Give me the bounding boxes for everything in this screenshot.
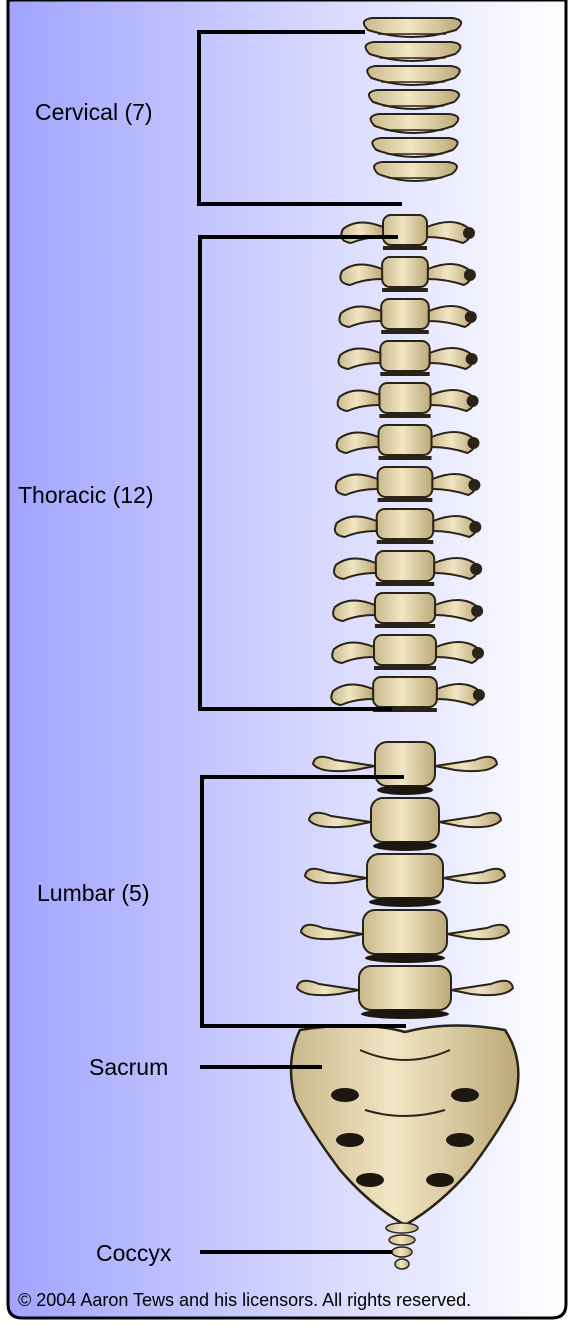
- coccyx-segment: [395, 1259, 409, 1269]
- thoracic-vertebra-body: [377, 509, 434, 539]
- sacral-foramen: [331, 1088, 359, 1102]
- rib-stub: [467, 395, 479, 407]
- coccyx-segment: [392, 1247, 412, 1257]
- lumbar-vertebra-body: [363, 910, 447, 954]
- rib-stub: [473, 689, 485, 701]
- rib-stub: [464, 269, 476, 281]
- thoracic-vertebra-body: [382, 257, 428, 287]
- sacrum-label: Sacrum: [89, 1054, 168, 1081]
- rib-stub: [463, 227, 475, 239]
- thoracic-vertebra-body: [375, 593, 435, 623]
- lumbar-label: Lumbar (5): [37, 880, 149, 907]
- sacral-foramen: [356, 1173, 384, 1187]
- thoracic-vertebra-body: [379, 425, 432, 455]
- coccyx-segment: [389, 1235, 415, 1245]
- copyright-notice: © 2004 Aaron Tews and his licensors. All…: [18, 1290, 471, 1311]
- thoracic-vertebra-body: [380, 341, 429, 371]
- rib-stub: [471, 605, 483, 617]
- thoracic-vertebra-body: [374, 635, 436, 665]
- intervertebral-disc: [377, 785, 433, 795]
- thoracic-label: Thoracic (12): [18, 482, 153, 509]
- intervertebral-disc: [365, 953, 445, 963]
- thoracic-vertebra-body: [379, 383, 430, 413]
- lumbar-vertebra-body: [375, 742, 435, 786]
- sacral-foramen: [446, 1133, 474, 1147]
- intervertebral-disc: [373, 841, 437, 851]
- rib-stub: [468, 437, 480, 449]
- thoracic-vertebra-body: [376, 551, 434, 581]
- thoracic-vertebra-body: [373, 677, 437, 707]
- rib-stub: [466, 353, 478, 365]
- thoracic-vertebra-body: [383, 215, 427, 245]
- sacral-foramen: [451, 1088, 479, 1102]
- intervertebral-disc: [369, 897, 441, 907]
- intervertebral-disc: [361, 1009, 449, 1019]
- sacral-foramen: [426, 1173, 454, 1187]
- lumbar-vertebra-body: [367, 854, 443, 898]
- rib-stub: [465, 311, 477, 323]
- sacral-foramen: [336, 1133, 364, 1147]
- cervical-label: Cervical (7): [35, 99, 153, 126]
- coccyx-label: Coccyx: [96, 1240, 171, 1267]
- thoracic-vertebra-body: [378, 467, 433, 497]
- thoracic-vertebra-body: [381, 299, 429, 329]
- rib-stub: [472, 647, 484, 659]
- rib-stub: [468, 479, 480, 491]
- rib-stub: [470, 563, 482, 575]
- lumbar-vertebra-body: [371, 798, 439, 842]
- rib-stub: [469, 521, 481, 533]
- lumbar-vertebra-body: [359, 966, 451, 1010]
- coccyx-segment: [386, 1223, 418, 1233]
